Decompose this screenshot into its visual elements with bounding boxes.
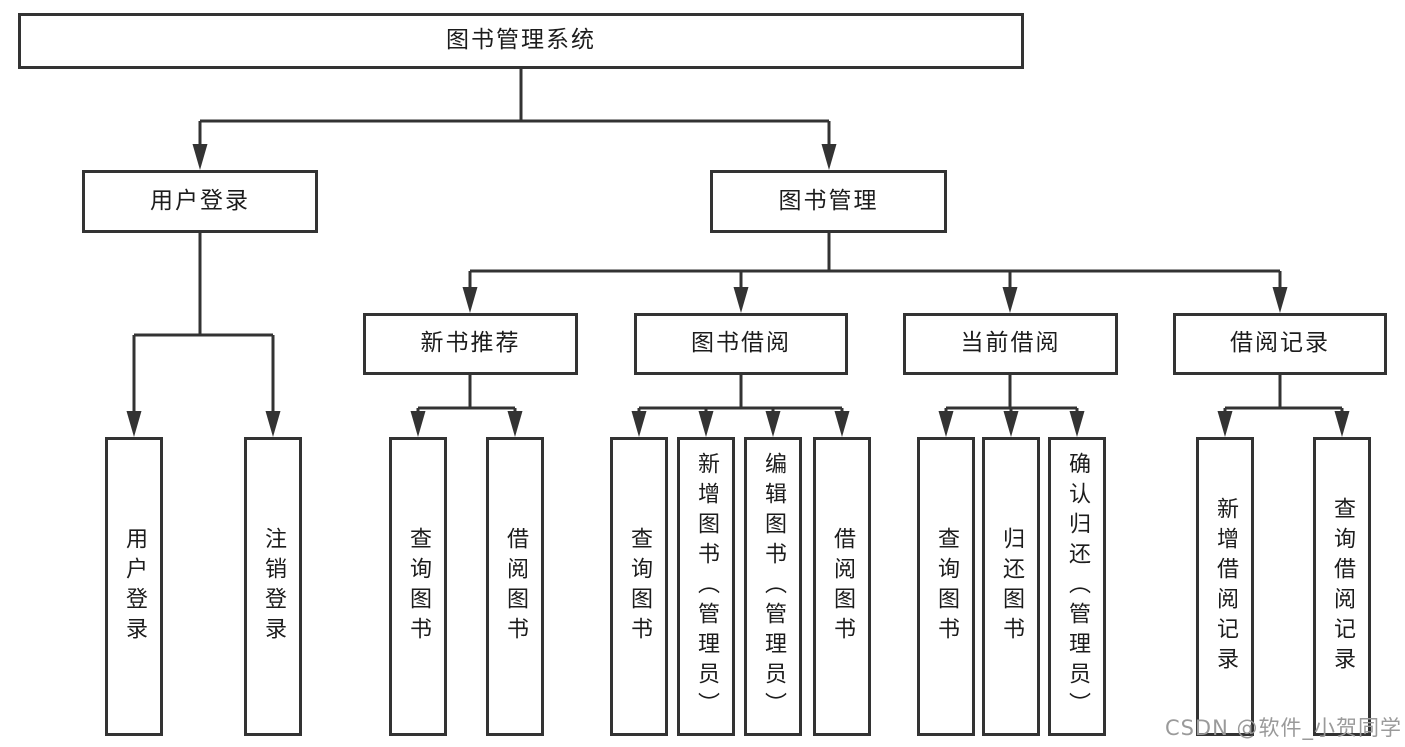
arrow-down-icon	[1217, 411, 1233, 437]
connector-currentborrow-to-leaves	[944, 375, 1079, 415]
arrow-down-icon	[507, 411, 523, 437]
connector-root-to-level2	[198, 69, 831, 150]
arrow-down-icon	[938, 411, 954, 437]
node-label: 查询图书	[627, 526, 652, 647]
node-label: 编辑图书（管理员）	[761, 451, 786, 722]
node-label: 借阅记录	[1230, 330, 1330, 357]
node-book-borrow: 图书借阅	[634, 313, 848, 375]
connector-bookmgmt-to-level3	[468, 233, 1282, 291]
connector-borrowrecords-to-leaves	[1223, 375, 1344, 415]
node-label: 查询图书	[406, 526, 431, 647]
arrow-down-icon	[1272, 287, 1288, 313]
node-book-management: 图书管理	[710, 170, 947, 233]
arrow-down-icon	[1334, 411, 1350, 437]
csdn-watermark: CSDN @软件_小贺同学	[1164, 716, 1402, 740]
node-leaf-logout: 注销登录	[244, 437, 302, 736]
connector-newbook-to-leaves	[416, 375, 517, 415]
node-label: 用户登录	[122, 526, 147, 647]
arrow-down-icon	[192, 144, 208, 170]
node-label: 查询图书	[934, 526, 959, 647]
node-leaf-edit-books-admin: 编辑图书（管理员）	[744, 437, 802, 736]
node-leaf-query-books: 查询图书	[917, 437, 975, 736]
arrow-down-icon	[733, 287, 749, 313]
node-label: 图书借阅	[691, 330, 791, 357]
connector-bookborrow-to-leaves	[637, 375, 844, 415]
node-label: 归还图书	[999, 526, 1024, 647]
node-current-borrow: 当前借阅	[903, 313, 1118, 375]
node-borrow-records: 借阅记录	[1173, 313, 1387, 375]
node-label: 借阅图书	[830, 526, 855, 647]
node-label: 确认归还（管理员）	[1065, 451, 1090, 722]
node-label: 用户登录	[150, 187, 250, 214]
node-label: 当前借阅	[960, 330, 1061, 357]
arrow-down-icon	[698, 411, 714, 437]
arrow-down-icon	[1003, 411, 1019, 437]
node-label: 新书推荐	[420, 330, 521, 357]
arrow-down-icon	[631, 411, 647, 437]
node-label: 查询借阅记录	[1330, 496, 1355, 677]
arrow-down-icon	[1069, 411, 1085, 437]
node-user-login: 用户登录	[82, 170, 318, 233]
arrow-down-icon	[265, 411, 281, 437]
node-label: 新增借阅记录	[1213, 496, 1238, 677]
arrow-down-icon	[765, 411, 781, 437]
node-label: 新增图书（管理员）	[694, 451, 719, 722]
node-label: 注销登录	[261, 526, 286, 647]
node-label: 图书管理系统	[446, 27, 596, 54]
node-leaf-query-books: 查询图书	[389, 437, 447, 736]
node-leaf-query-borrow-record: 查询借阅记录	[1313, 437, 1371, 736]
node-leaf-user-login: 用户登录	[105, 437, 163, 736]
arrow-down-icon	[126, 411, 142, 437]
node-leaf-borrow-books: 借阅图书	[486, 437, 544, 736]
node-new-book-recommend: 新书推荐	[363, 313, 578, 375]
arrow-down-icon	[410, 411, 426, 437]
arrow-down-icon	[834, 411, 850, 437]
node-label: 借阅图书	[503, 526, 528, 647]
node-leaf-query-books: 查询图书	[610, 437, 668, 736]
arrow-down-icon	[821, 144, 837, 170]
node-label: 图书管理	[778, 187, 879, 214]
node-leaf-add-borrow-record: 新增借阅记录	[1196, 437, 1254, 736]
node-leaf-add-books-admin: 新增图书（管理员）	[677, 437, 735, 736]
arrow-down-icon	[462, 287, 478, 313]
arrow-down-icon	[1002, 287, 1018, 313]
connector-userlogin-to-leaves	[132, 233, 275, 415]
node-leaf-return-books: 归还图书	[982, 437, 1040, 736]
node-root-system: 图书管理系统	[18, 13, 1024, 69]
node-leaf-confirm-return-admin: 确认归还（管理员）	[1048, 437, 1106, 736]
node-leaf-borrow-books: 借阅图书	[813, 437, 871, 736]
